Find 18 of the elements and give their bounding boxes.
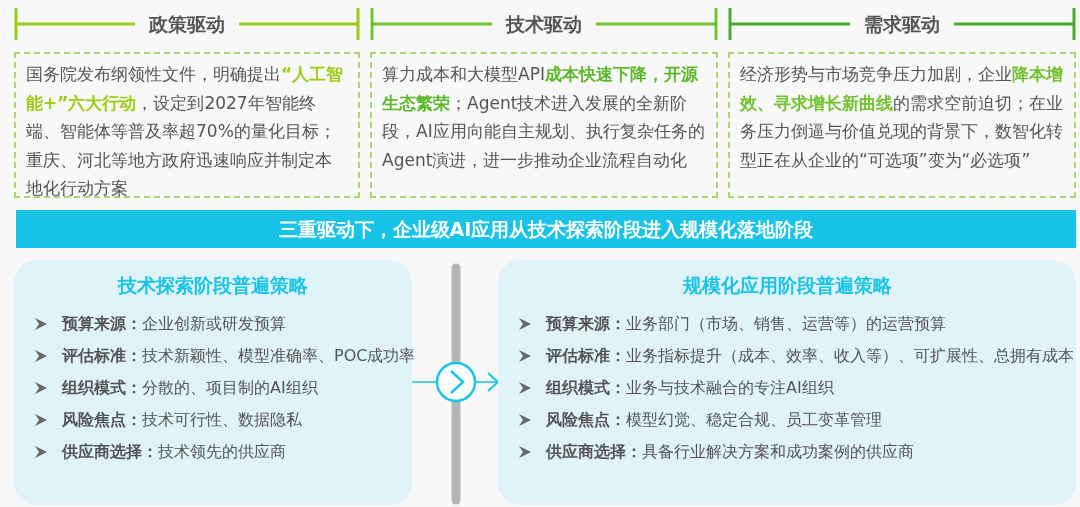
- panel-title: 规模化应用阶段普遍策略: [681, 273, 893, 298]
- banner: 三重驱动下，企业级AI应用从技术探索阶段进入规模化落地阶段: [16, 210, 1076, 248]
- bullet-text: 风险焦点：技术可行性、数据隐私: [62, 409, 303, 431]
- bullet-text: 评估标准：业务指标提升（成本、效率、收入等）、可扩展性、总拥有成本: [546, 345, 1075, 367]
- bullet-text: 组织模式：分散的、项目制的AI组织: [62, 377, 319, 399]
- bullet-text: 评估标准：技术新颖性、模型准确率、POC成功率: [62, 345, 417, 367]
- bullet-text: 预算来源：业务部门（市场、销售、运营等）的运营预算: [546, 313, 947, 335]
- bullet-text: 组织模式：业务与技术融合的专注AI组织: [546, 377, 835, 399]
- driver-text: 经济形势与市场竞争压力加剧，企业降本增效、寻求增长新曲线的需求空前迫切；在业务压力倒逼与价值兑现的背景下，数智化转型正在从企业的“可选项”变为“必选项”: [728, 52, 1076, 198]
- column-heading: 需求驱动: [850, 11, 954, 37]
- bullet-text: 供应商选择：具备行业解决方案和成功案例的供应商: [546, 441, 915, 463]
- bullet-text: 供应商选择：技术领先的供应商: [62, 441, 287, 463]
- bullet-text: 预算来源：企业创新或研发预算: [62, 313, 287, 335]
- bullet-text: 风险焦点：模型幻觉、稳定合规、员工变革管理: [546, 409, 883, 431]
- driver-text: 算力成本和大模型API成本快速下降，开源生态繁荣；Agent技术进入发展的全新阶段，AI应用向能自主规划、执行复杂任务的Agent演进，进一步推动企业流程自动化: [370, 52, 718, 198]
- panel-title: 技术探索阶段普遍策略: [116, 273, 309, 298]
- strategy-panel: [498, 260, 1076, 505]
- driver-text: 国务院发布纲领性文件，明确提出“人工智能+”六大行动，设定到2027年智能终端、智能体等普及率超70%的量化目标；重庆、河北等地方政府迅速响应并制定本地化行动方案: [14, 52, 360, 198]
